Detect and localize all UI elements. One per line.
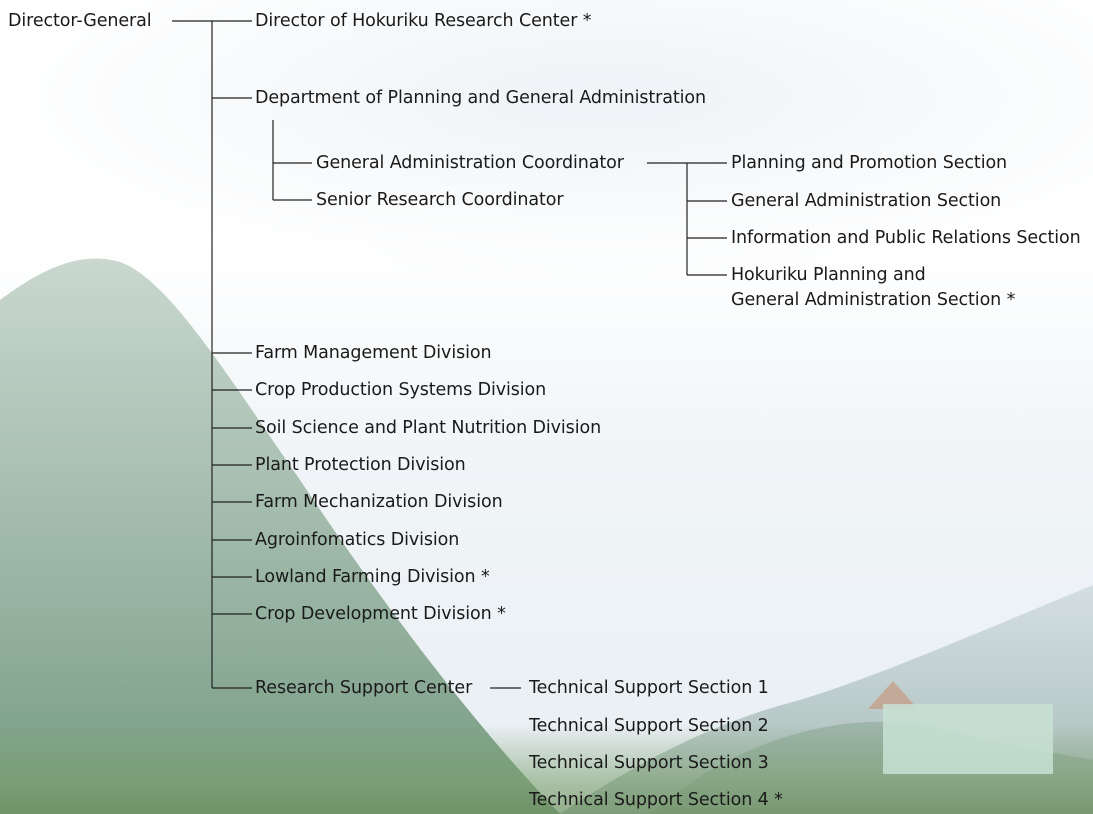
node-technical-support-2: Technical Support Section 2 <box>529 716 769 736</box>
node-general-admin-coordinator: General Administration Coordinator <box>316 153 624 173</box>
node-hokuriku-director: Director of Hokuriku Research Center * <box>255 11 592 31</box>
node-division-farm-mechanization: Farm Mechanization Division <box>255 492 503 512</box>
node-division-soil-science: Soil Science and Plant Nutrition Divisio… <box>255 418 602 438</box>
node-hokuriku-planning-line1: Hokuriku Planning and <box>731 265 926 285</box>
node-research-support-center: Research Support Center <box>255 678 473 698</box>
node-planning-promotion-section: Planning and Promotion Section <box>731 153 1008 173</box>
node-technical-support-4: Technical Support Section 4 * <box>529 790 783 810</box>
node-technical-support-3: Technical Support Section 3 <box>529 753 769 773</box>
node-general-admin-section: General Administration Section <box>731 191 1002 211</box>
node-division-plant-protection: Plant Protection Division <box>255 455 466 475</box>
node-division-lowland-farming: Lowland Farming Division * <box>255 567 490 587</box>
node-division-agroinfomatics: Agroinfomatics Division <box>255 530 460 550</box>
node-technical-support-1: Technical Support Section 1 <box>529 678 769 698</box>
greenhouse-building <box>883 704 1053 774</box>
node-director-general: Director-General <box>8 11 152 31</box>
node-division-crop-production: Crop Production Systems Division <box>255 380 547 400</box>
node-division-farm-management: Farm Management Division <box>255 343 492 363</box>
node-info-public-relations-section: Information and Public Relations Section <box>731 228 1081 248</box>
node-planning-department: Department of Planning and General Admin… <box>255 88 707 108</box>
node-division-crop-development: Crop Development Division * <box>255 604 506 624</box>
node-hokuriku-planning-line2: General Administration Section * <box>731 290 1016 310</box>
node-senior-research-coordinator: Senior Research Coordinator <box>316 190 564 210</box>
